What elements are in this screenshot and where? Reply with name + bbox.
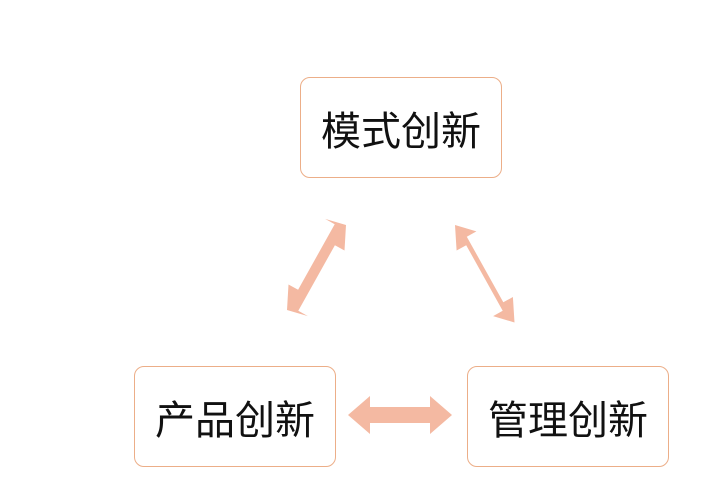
node-management-innovation: 管理创新 <box>467 366 669 467</box>
double-arrow-left-right <box>348 396 452 434</box>
node-label: 产品创新 <box>155 397 315 444</box>
double-arrow-top-right <box>455 225 515 323</box>
node-label: 管理创新 <box>488 397 648 444</box>
node-product-innovation: 产品创新 <box>134 366 336 467</box>
node-label: 模式创新 <box>321 108 481 155</box>
double-arrow-top-left <box>287 218 346 317</box>
node-model-innovation: 模式创新 <box>300 77 502 178</box>
